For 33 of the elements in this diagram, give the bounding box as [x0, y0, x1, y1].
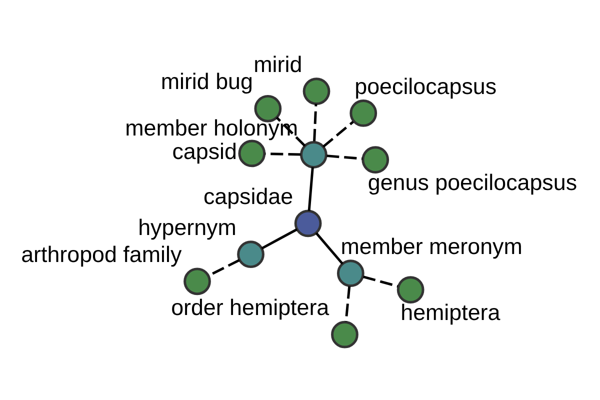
node-circle — [238, 139, 266, 167]
node-circle — [350, 99, 378, 126]
connector — [261, 228, 298, 250]
node-label: member holonym — [125, 114, 298, 140]
connector — [344, 286, 351, 322]
connector — [313, 103, 318, 141]
connector — [363, 275, 398, 287]
connector — [322, 120, 354, 148]
node-label: member meronym — [340, 233, 522, 258]
node-label: order hemiptera — [171, 294, 330, 320]
node-label: hemiptera — [400, 300, 500, 325]
connector — [308, 166, 314, 210]
node-circle — [396, 276, 424, 303]
connector — [276, 116, 306, 146]
node-label: mirid bug — [160, 68, 253, 94]
node-label: hypernym — [138, 214, 236, 240]
node-circle — [302, 77, 330, 104]
connector — [326, 154, 362, 160]
connector — [265, 152, 301, 156]
node-circle — [300, 140, 328, 168]
node-circle — [362, 146, 390, 173]
node-circle — [294, 209, 322, 237]
node-label: genus poecilocapsus — [368, 170, 578, 195]
node-label: poecilocapsus — [354, 73, 497, 98]
node-circle — [237, 240, 264, 268]
node-label: capsidae — [203, 183, 294, 208]
node-circle — [184, 267, 211, 295]
node-label: capsid — [172, 138, 237, 164]
connector — [315, 232, 344, 264]
node-circle — [336, 259, 364, 287]
node-circle — [331, 320, 358, 348]
node-label: arthropod family — [21, 241, 182, 266]
node-label: mirid — [254, 51, 302, 76]
